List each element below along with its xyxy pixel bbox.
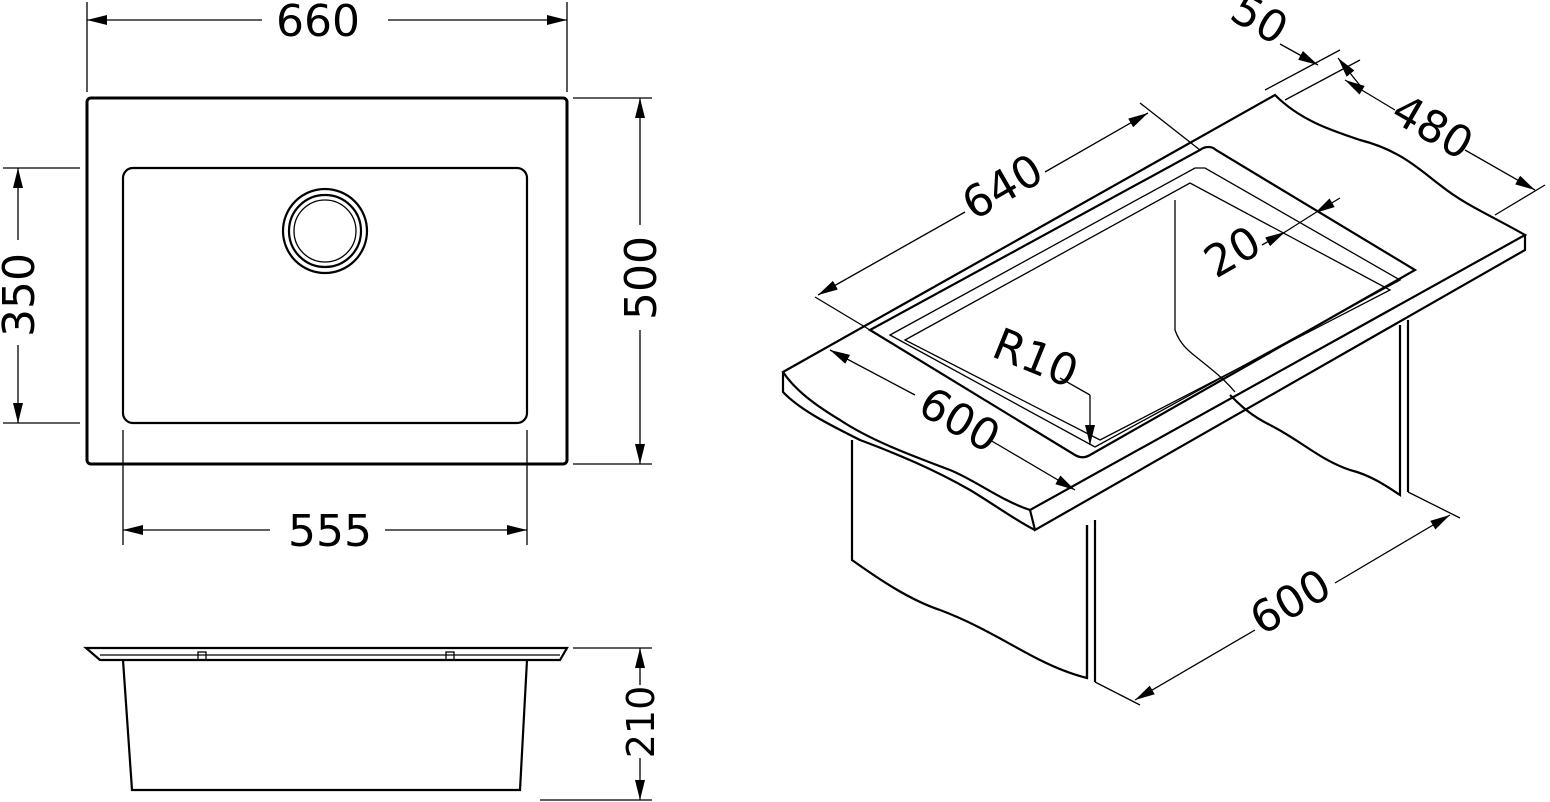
countertop-top xyxy=(781,93,1528,512)
top-view: 660 500 350 555 xyxy=(0,0,667,557)
dim-width-660: 660 xyxy=(276,0,360,47)
bowl-outline xyxy=(121,166,529,425)
iso-view: 640 600 R10 20 50 480 600 xyxy=(781,0,1546,706)
dim-depth-480: 480 xyxy=(1383,84,1481,170)
drain-hole xyxy=(293,199,357,263)
dim-depth-500: 500 xyxy=(616,236,667,320)
dim-height-210: 210 xyxy=(619,686,663,759)
dim-gap-20: 20 xyxy=(1196,216,1270,288)
side-bowl xyxy=(121,659,529,792)
dim-cutout-600: 600 xyxy=(910,377,1008,463)
dim-bowl-depth-350: 350 xyxy=(0,253,45,337)
cabinet-right-panel xyxy=(1229,325,1402,498)
drain-outer xyxy=(281,187,369,275)
sink-outline xyxy=(85,96,569,466)
cutout-rim-outer xyxy=(867,145,1418,459)
dim-cabinet-width-600: 600 xyxy=(1242,559,1340,645)
dim-radius-r10: R10 xyxy=(986,319,1085,399)
side-view: 210 xyxy=(83,646,663,801)
drain-inner xyxy=(287,193,363,269)
dim-bowl-width-555: 555 xyxy=(288,506,372,557)
cutout-rim-inner xyxy=(888,167,1402,448)
side-rim xyxy=(83,646,569,662)
cabinet-left-panel xyxy=(850,440,1089,680)
dim-bowl-length-640: 640 xyxy=(954,144,1052,230)
